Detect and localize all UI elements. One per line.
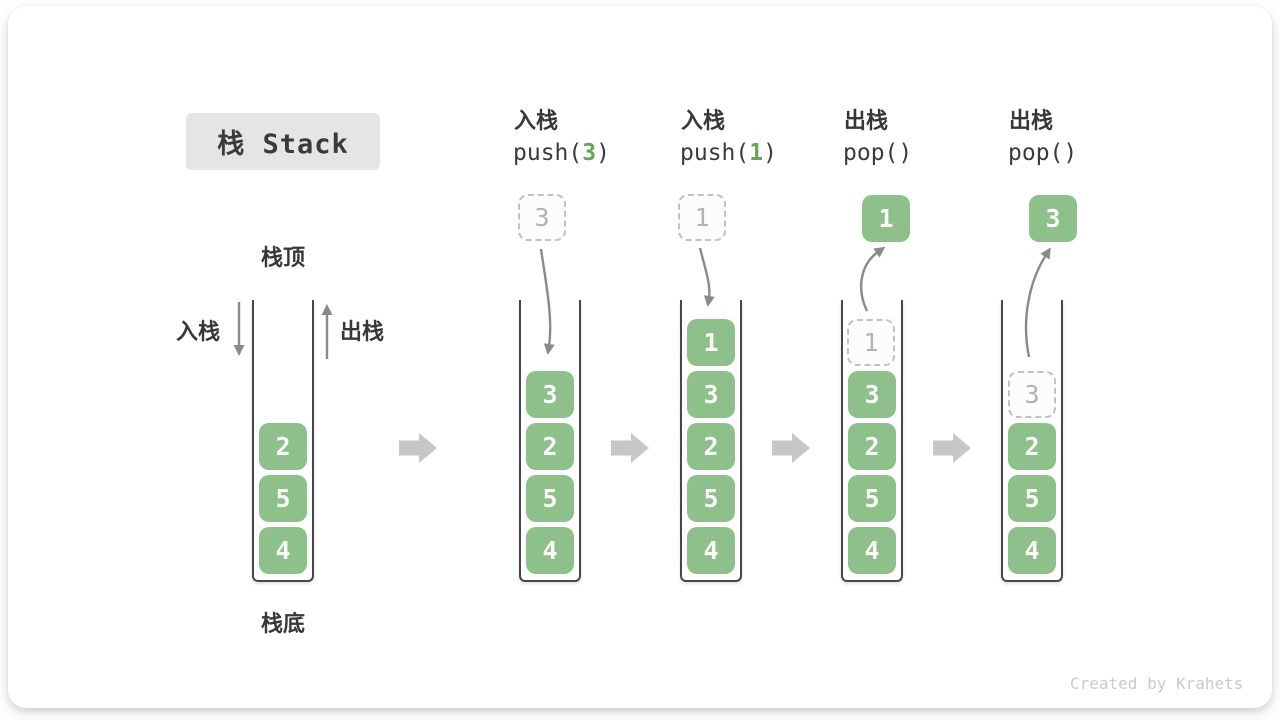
stack-element: 4 [526,527,574,574]
stack-well-2 [519,300,581,582]
diagram-card [8,6,1272,708]
code-pre: push( [513,140,583,166]
stack-element: 2 [1008,423,1056,470]
title-badge: 栈 Stack [186,113,380,170]
step4-op-label: 出栈 [844,108,889,133]
stack-well-3 [680,300,742,582]
stack-element: 3 [687,371,735,418]
step5-op-code: pop() [1008,140,1077,166]
step5-op-label: 出栈 [1009,108,1054,133]
stack-element: 3 [526,371,574,418]
code-arg: 1 [749,140,764,166]
step2-op-label: 入栈 [514,108,559,133]
step2-op-code: push(3) [513,140,610,166]
code-pre: push( [680,140,750,166]
stack-well-5 [1001,300,1063,582]
stack-element: 2 [848,423,896,470]
stack-element: 4 [848,527,896,574]
code-post: ) [763,140,777,166]
watermark: Created by Krahets [1070,674,1244,693]
stack-element: 5 [259,475,307,522]
pop-side-label: 出栈 [340,319,385,344]
stack-element: 2 [687,423,735,470]
stack-well-1 [252,300,314,582]
code-post: ) [596,140,610,166]
code-arg: 3 [582,140,597,166]
incoming-value-box: 1 [678,194,726,241]
stack-element: 4 [1008,527,1056,574]
stack-well-4 [841,300,903,582]
step3-op-label: 入栈 [681,108,726,133]
stack-element: 4 [687,527,735,574]
removed-element-ghost: 1 [847,319,895,366]
push-side-label: 入栈 [176,319,221,344]
stack-element: 1 [687,319,735,366]
stack-element: 2 [526,423,574,470]
code-pre: pop() [1008,140,1078,166]
step4-op-code: pop() [843,140,912,166]
popped-value-box: 3 [1029,195,1077,242]
stack-top-label: 栈顶 [260,245,305,270]
stack-element: 2 [259,423,307,470]
code-pre: pop() [843,140,913,166]
stack-element: 4 [259,527,307,574]
step3-op-code: push(1) [680,140,777,166]
diagram-title: 栈 Stack [217,129,349,160]
popped-value-box: 1 [862,195,910,242]
stack-element: 5 [687,475,735,522]
stack-element: 5 [526,475,574,522]
stack-element: 3 [848,371,896,418]
stack-bottom-label: 栈底 [260,611,305,636]
incoming-value-box: 3 [518,194,566,241]
stack-element: 5 [848,475,896,522]
stack-element: 5 [1008,475,1056,522]
removed-element-ghost: 3 [1008,371,1056,418]
